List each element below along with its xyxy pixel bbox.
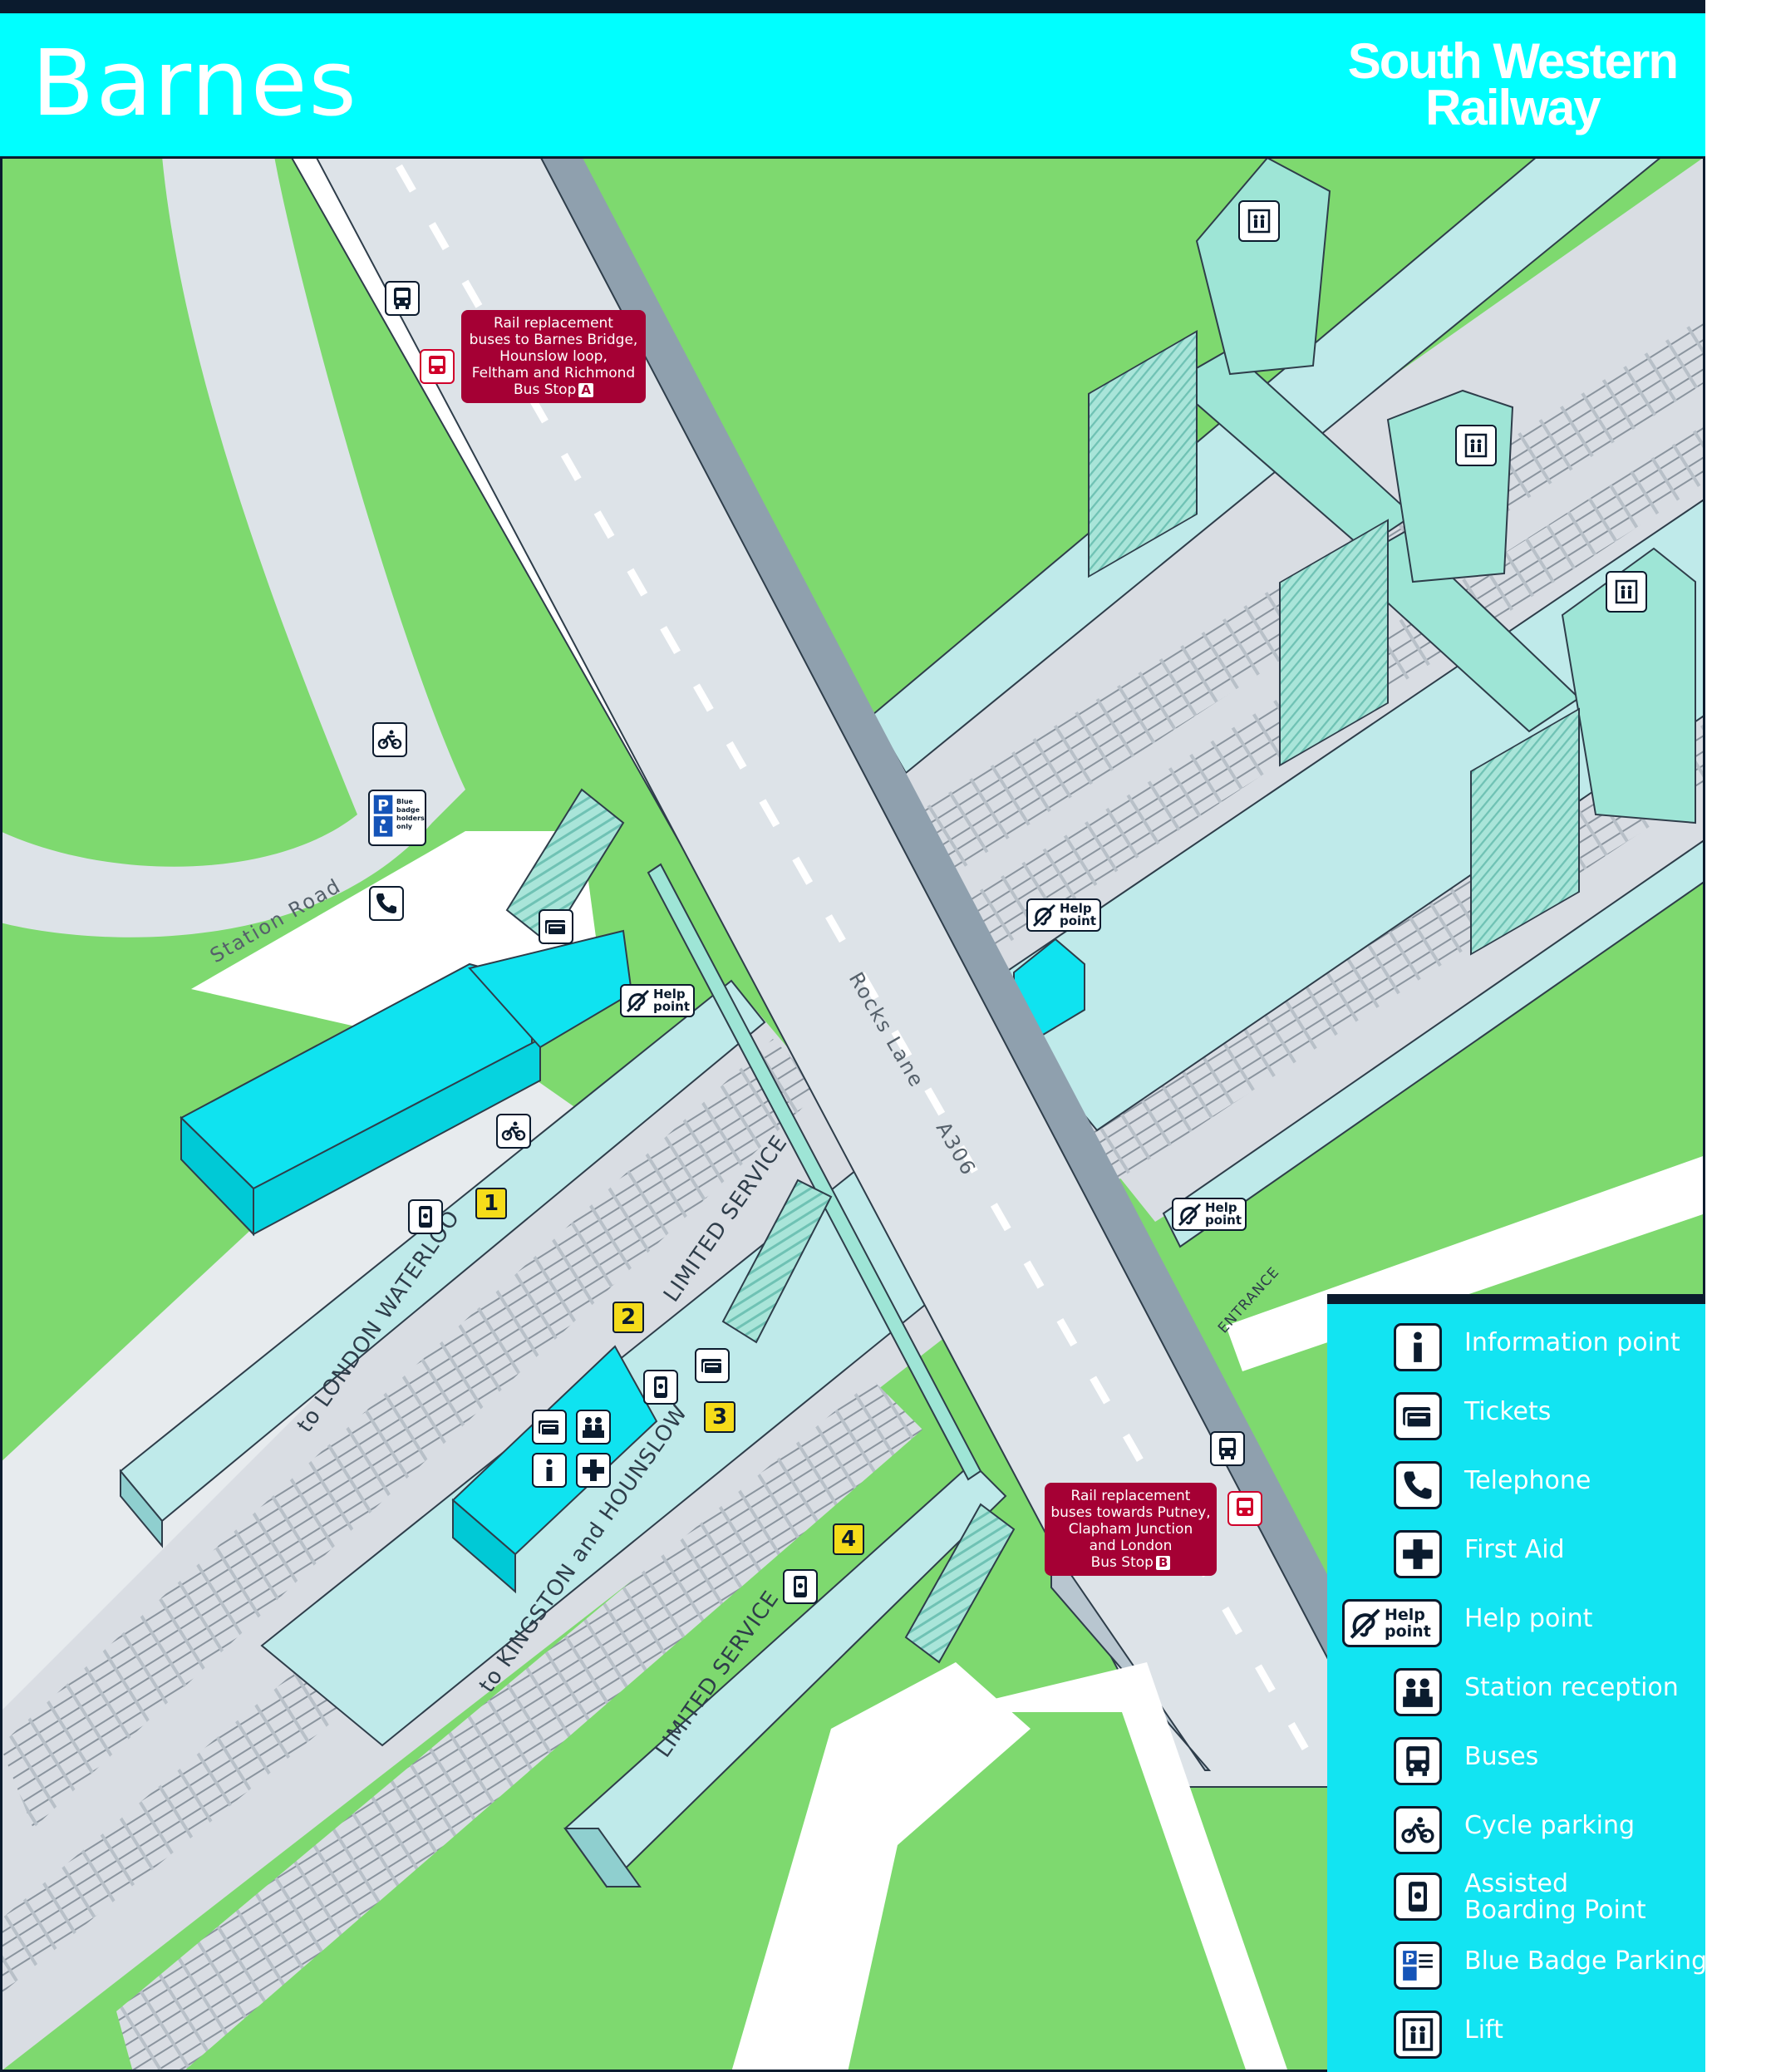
station-map	[0, 156, 1705, 2072]
blue-badge-text: Blue badge holders only	[396, 798, 425, 830]
station-name: Barnes	[32, 30, 358, 136]
assisted-boarding-icon	[1394, 1873, 1442, 1921]
bottom-path	[731, 1662, 1031, 2072]
rail-replacement-bus-icon	[420, 349, 455, 384]
island-building-front	[452, 1498, 516, 1594]
legend: Information point Tickets Telephone Firs…	[1327, 1294, 1707, 2072]
header: Barnes South Western Railway	[0, 13, 1705, 156]
stairs-upper-1	[1088, 330, 1198, 578]
station-reception-icon	[1394, 1668, 1442, 1716]
blue-badge-parking-icon: P Blue badge holders only	[368, 790, 426, 846]
platform-number-3: 3	[704, 1401, 735, 1433]
bottom-path-2	[939, 1662, 1288, 2072]
platform-number-2: 2	[612, 1302, 644, 1333]
platform-upper-south	[1162, 838, 1705, 1248]
legend-item-telephone: Telephone	[1327, 1461, 1705, 1519]
telephone-icon	[369, 886, 404, 921]
tickets-icon	[1394, 1392, 1442, 1440]
operator-line-1: South Western	[1347, 33, 1679, 89]
stairs-left-3	[904, 1503, 1016, 1664]
rail-replacement-b-label: Rail replacement buses towards Putney, C…	[1045, 1483, 1217, 1576]
telephone-icon	[1394, 1461, 1442, 1509]
station-reception-icon	[576, 1410, 611, 1444]
legend-item-buses: Buses	[1327, 1737, 1705, 1795]
legend-item-station-reception: Station reception	[1327, 1668, 1705, 1726]
information-icon	[1394, 1323, 1442, 1371]
bus-icon-b	[1210, 1431, 1245, 1466]
legend-item-lift: Lift	[1327, 2010, 1705, 2069]
platform-1-face	[120, 1469, 163, 1548]
lift-tower-1	[1195, 156, 1331, 376]
cycle-parking-icon-2	[496, 1114, 531, 1149]
stairs-upper-3	[1470, 707, 1580, 956]
lift-icon	[1394, 2010, 1442, 2059]
platform-number-1: 1	[475, 1188, 507, 1219]
legend-item-tickets: Tickets	[1327, 1392, 1705, 1450]
lift-icon-2	[1455, 425, 1497, 466]
legend-item-information: Information point	[1327, 1323, 1705, 1381]
lift-icon-3	[1606, 571, 1647, 613]
ramp-footbridge-2	[647, 863, 982, 1481]
blue-badge-icon: P	[1394, 1942, 1442, 1990]
stairs-left-2	[721, 1179, 833, 1344]
station-road	[0, 156, 465, 938]
tracks-lower-2	[116, 1380, 922, 2072]
assisted-boarding-icon-1	[408, 1199, 443, 1234]
legend-item-first-aid: First Aid	[1327, 1530, 1705, 1588]
svg-text:P: P	[1405, 1951, 1414, 1966]
information-icon	[532, 1453, 567, 1488]
operator-line-2: Railway	[1425, 80, 1601, 135]
cycle-parking-icon	[372, 722, 407, 757]
assisted-boarding-icon-3	[783, 1569, 818, 1604]
tracks-lower	[0, 1039, 823, 1828]
stairs-left-1	[505, 788, 625, 945]
rail-replacement-a-label: Rail replacement buses to Barnes Bridge,…	[461, 310, 646, 403]
first-aid-icon	[1394, 1530, 1442, 1578]
lift-icon-1	[1238, 200, 1280, 242]
cycle-icon	[1394, 1806, 1442, 1854]
station-building-side	[253, 1037, 541, 1236]
platform-4-face	[563, 1828, 642, 1887]
tickets-icon	[539, 909, 573, 944]
rail-replacement-bus-icon-b	[1227, 1491, 1262, 1526]
bus-icon	[385, 281, 420, 316]
lift-tower-3	[1561, 547, 1696, 824]
legend-item-cycle-parking: Cycle parking	[1327, 1806, 1705, 1864]
legend-item-assisted-boarding: Assisted Boarding Point	[1327, 1871, 1705, 1931]
bus-icon	[1394, 1737, 1442, 1785]
operator-logo: South Western Railway	[1347, 33, 1679, 135]
stairs-upper-2	[1279, 519, 1389, 767]
tickets-icon-2	[695, 1348, 730, 1383]
svg-text:P: P	[377, 798, 389, 815]
platform-number-4: 4	[833, 1523, 864, 1555]
legend-item-blue-badge: P Blue Badge Parking	[1327, 1942, 1707, 2000]
first-aid-icon	[576, 1453, 611, 1488]
tickets-icon-3	[532, 1410, 567, 1444]
assisted-boarding-icon-2	[643, 1370, 678, 1405]
top-border	[0, 0, 1705, 13]
